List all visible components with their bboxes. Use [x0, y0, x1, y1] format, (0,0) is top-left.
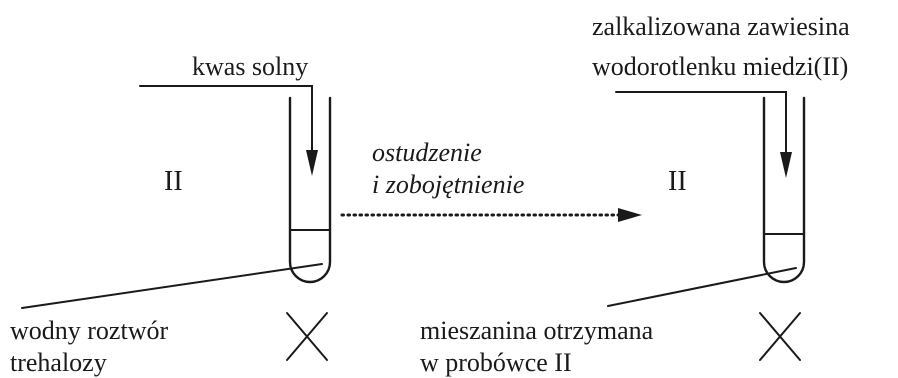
right-reagent-label-line1: zalkalizowana zawiesina — [592, 12, 850, 41]
left-solution-pointer — [21, 263, 323, 309]
right-solution-label-line1: mieszanina otrzymana — [420, 316, 654, 345]
left-setup: kwas solny II wodny roztwór trehalozy — [10, 52, 332, 377]
right-test-tube — [762, 96, 806, 284]
transition: ostudzenie i zobojętnienie — [340, 138, 642, 222]
right-setup: zalkalizowana zawiesina wodorotlenku mie… — [420, 12, 850, 377]
transition-arrowhead — [618, 208, 642, 222]
right-solution-pointer — [607, 267, 797, 307]
transition-label-line1: ostudzenie — [372, 138, 482, 167]
left-reagent-arrowhead — [306, 150, 318, 176]
right-tube-number: II — [668, 166, 687, 197]
right-cross-mark — [759, 312, 801, 361]
right-reagent-arrowhead — [780, 152, 792, 178]
left-tube-number: II — [164, 166, 183, 197]
left-test-tube — [288, 96, 332, 284]
right-reagent-label-line2: wodorotlenku miedzi(II) — [592, 52, 848, 81]
left-cross-mark — [286, 312, 328, 361]
left-solution-label-line2: trehalozy — [10, 348, 107, 377]
left-reagent-pointer — [139, 85, 313, 161]
transition-label-line2: i zobojętnienie — [372, 170, 524, 199]
right-reagent-pointer — [615, 91, 787, 163]
left-solution-label-line1: wodny roztwór — [10, 316, 168, 345]
right-solution-label-line2: w probówce II — [420, 348, 572, 377]
left-reagent-label: kwas solny — [192, 52, 308, 81]
